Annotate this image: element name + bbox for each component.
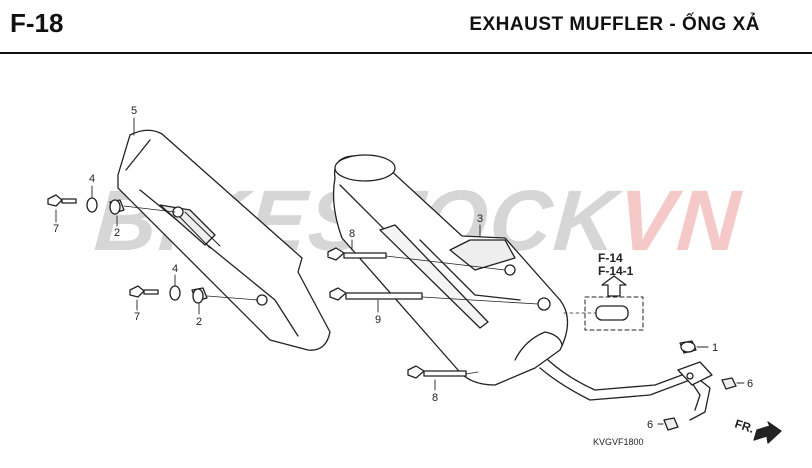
bolt-7-upper[interactable] — [47, 194, 77, 223]
washer-4-upper[interactable] — [86, 185, 98, 213]
bolt-9[interactable] — [329, 287, 539, 313]
collar-2-lower[interactable] — [191, 287, 259, 315]
callout-3: 3 — [477, 213, 483, 225]
callout-8-upper: 8 — [349, 228, 355, 240]
callout-6-right: 6 — [747, 378, 753, 390]
callout-7-lower: 7 — [134, 311, 140, 323]
muffler-protector[interactable] — [117, 117, 331, 351]
header-divider — [0, 52, 812, 54]
callout-8-lower: 8 — [432, 392, 438, 404]
callout-4-lower: 4 — [172, 263, 178, 275]
gasket-1[interactable] — [679, 340, 709, 354]
nut-6-lower[interactable] — [657, 417, 679, 431]
callout-9: 9 — [375, 314, 381, 326]
reference-f14-1: F-14-1 — [598, 264, 634, 278]
front-direction-arrow — [753, 421, 782, 444]
bolt-8-lower[interactable] — [407, 365, 479, 391]
nut-6-right[interactable] — [721, 377, 745, 390]
section-code: F-18 — [10, 8, 64, 38]
page-title: EXHAUST MUFFLER - ỐNG XẢ — [469, 14, 760, 35]
reference-f14: F-14 — [598, 251, 623, 265]
callout-4-upper: 4 — [89, 173, 95, 185]
callout-labels: 5 4 7 2 4 7 2 8 3 9 8 1 6 6 — [53, 105, 753, 431]
callout-1: 1 — [712, 342, 718, 354]
callout-5: 5 — [131, 105, 137, 117]
callout-2-upper: 2 — [114, 227, 120, 239]
muffler[interactable] — [332, 154, 713, 421]
reference-box — [563, 275, 644, 331]
collar-2-upper[interactable] — [109, 199, 176, 227]
callout-6-lower: 6 — [647, 419, 653, 431]
washer-4-lower[interactable] — [169, 274, 181, 301]
direction-label: FR. — [733, 417, 756, 436]
diagram-code: KVGVF1800 — [593, 437, 644, 447]
bolt-8-upper[interactable] — [327, 239, 506, 271]
bolt-7-lower[interactable] — [129, 285, 159, 311]
page-header: F-18 EXHAUST MUFFLER - ỐNG XẢ — [0, 0, 812, 54]
callout-2-lower: 2 — [196, 316, 202, 328]
callout-7-upper: 7 — [53, 223, 59, 235]
